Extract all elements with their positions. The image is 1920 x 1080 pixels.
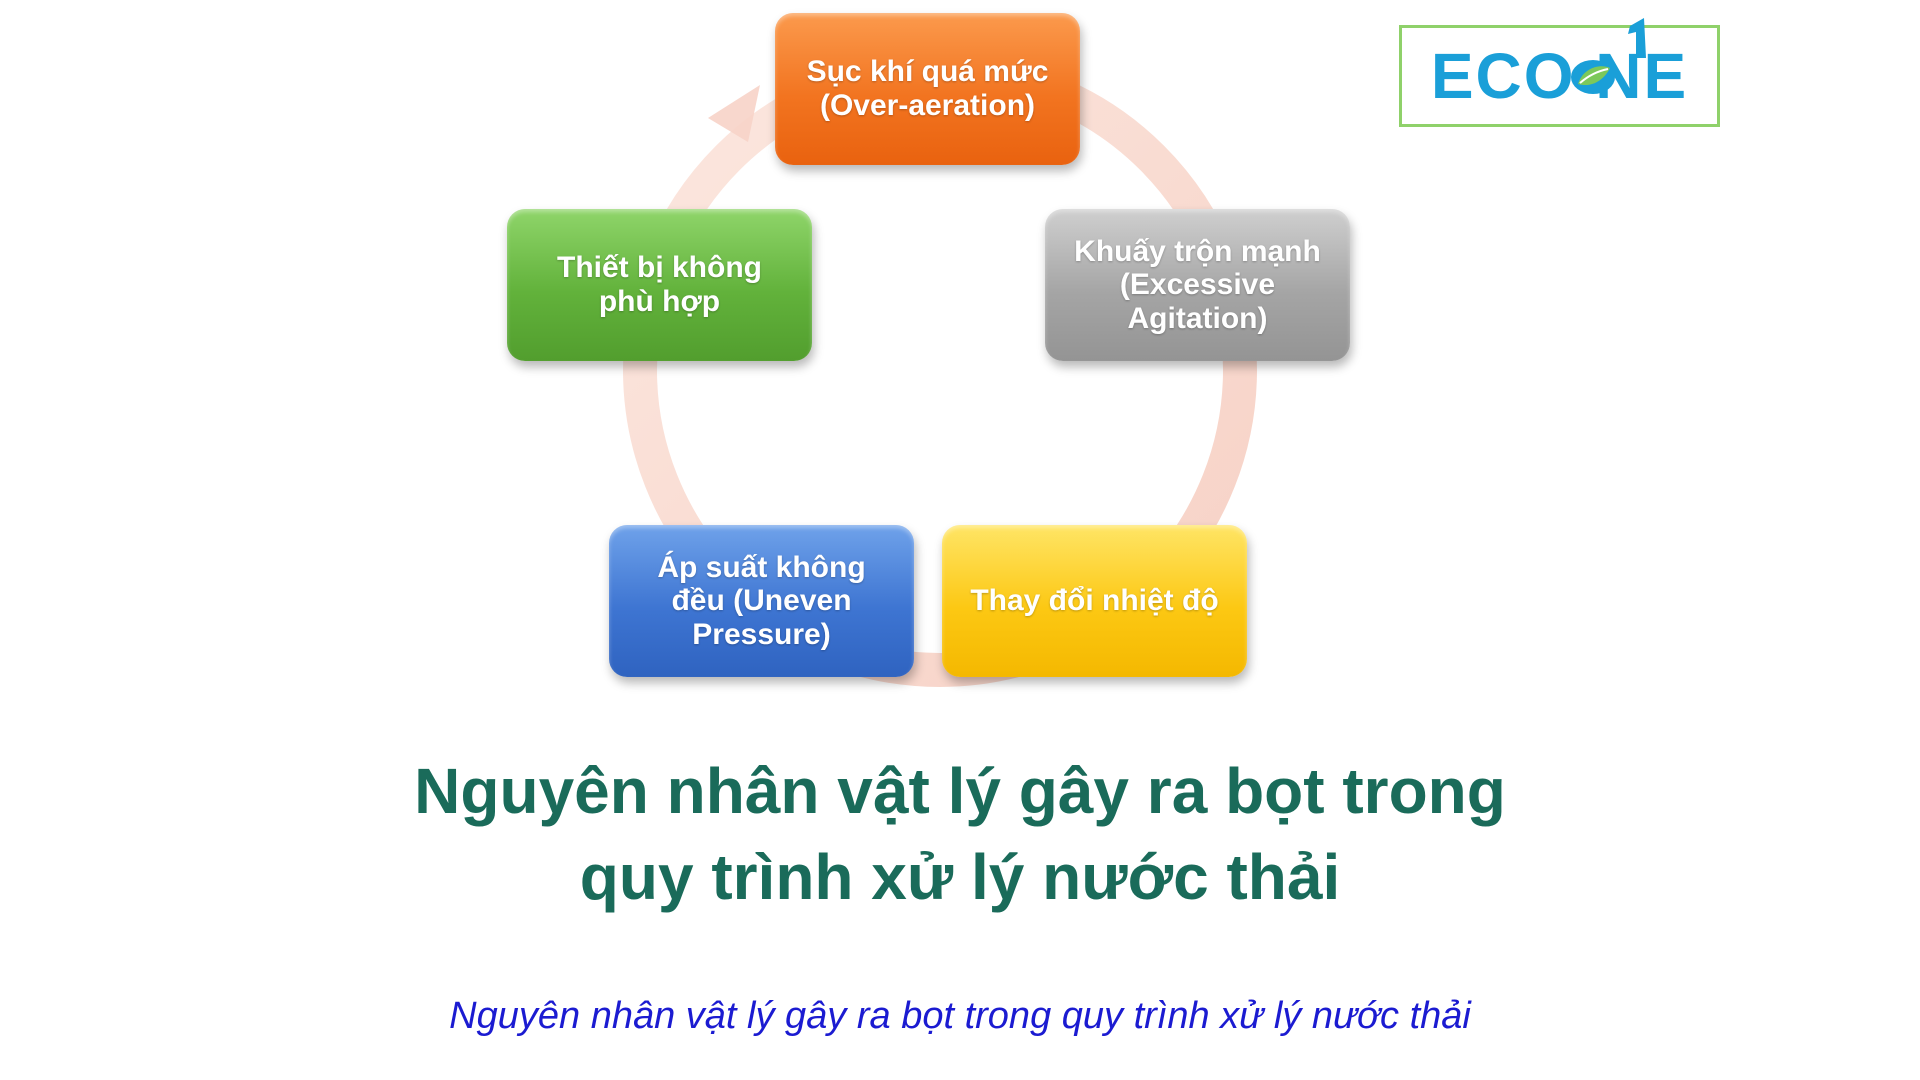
- cause-unsuitable-equipment: Thiết bị không phù hợp: [507, 209, 812, 361]
- cause-unsuitable-equipment-label: Thiết bị không phù hợp: [557, 251, 762, 318]
- cause-uneven-pressure-label: Áp suất không đều (Uneven Pressure): [657, 550, 866, 651]
- cause-excessive-agitation-label: Khuấy trộn mạnh (Excessive Agitation): [1074, 234, 1321, 335]
- cause-over-aeration: Sục khí quá mức (Over-aeration): [775, 13, 1080, 165]
- cause-temperature-change-label: Thay đổi nhiệt độ: [970, 584, 1219, 618]
- cause-temperature-change: Thay đổi nhiệt độ: [942, 525, 1247, 677]
- cause-uneven-pressure: Áp suất không đều (Uneven Pressure): [609, 525, 914, 677]
- cause-excessive-agitation: Khuấy trộn mạnh (Excessive Agitation): [1045, 209, 1350, 361]
- cause-over-aeration-label: Sục khí quá mức (Over-aeration): [806, 55, 1049, 122]
- ecoone-logo: ECO NE: [1399, 18, 1720, 127]
- number-one-flag-icon: [1628, 18, 1646, 58]
- image-caption: Nguyên nhân vật lý gây ra bọt trong quy …: [449, 995, 1471, 1037]
- page-title-line-2: quy trình xử lý nước thải: [579, 841, 1341, 913]
- ring-arrowhead: [708, 85, 760, 142]
- page-title: Nguyên nhân vật lý gây ra bọt trong quy …: [0, 748, 1920, 920]
- leaf-icon: [1571, 60, 1615, 94]
- logo-text: ECO NE: [1430, 40, 1689, 112]
- page-title-line-1: Nguyên nhân vật lý gây ra bọt trong: [414, 755, 1506, 827]
